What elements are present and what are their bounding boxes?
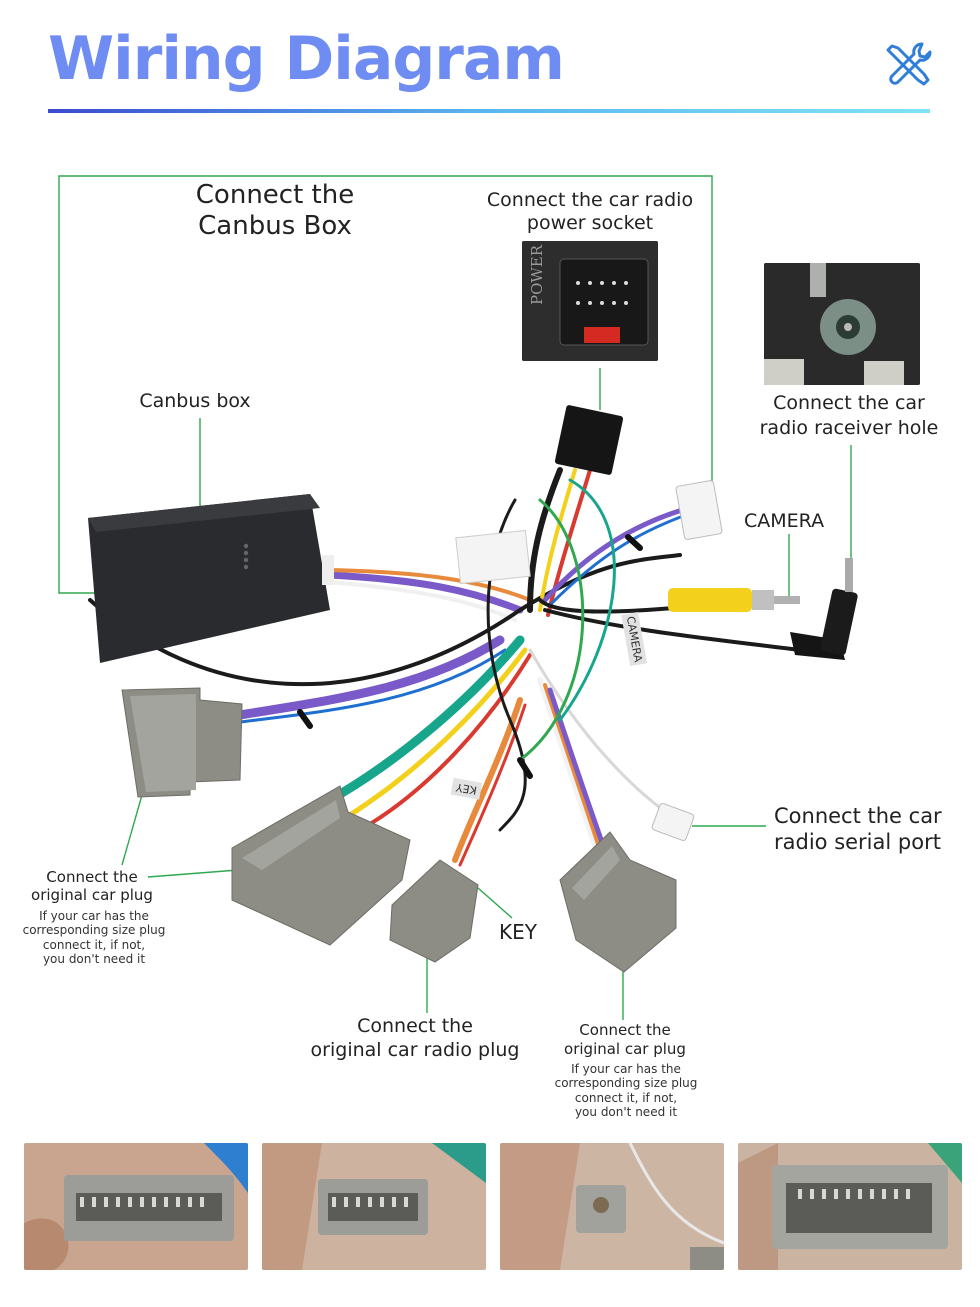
- closeup-photo-2: [262, 1143, 486, 1270]
- label-tag: [455, 529, 531, 585]
- antenna-socket-photo: [764, 263, 920, 385]
- rca-camera-plug: [668, 588, 800, 612]
- leader-lines: [58, 175, 852, 1020]
- leader-left-plug-large: [147, 869, 239, 878]
- title-underline: [48, 109, 930, 113]
- power-tag: POWER: [528, 244, 546, 305]
- serial-white-connector: [651, 803, 695, 841]
- camera-white-connector: [675, 480, 723, 540]
- antenna-plug: [790, 558, 858, 660]
- radio-plug: [389, 859, 479, 963]
- leader-canbus-heading: [58, 175, 713, 594]
- tools-icon: [886, 42, 932, 86]
- closeup-photo-1: [24, 1143, 248, 1270]
- left-large-plug: [231, 785, 411, 946]
- closeup-photo-4: [738, 1143, 962, 1270]
- closeup-photo-3: [500, 1143, 724, 1270]
- canbus-box-label: Canbus box: [139, 390, 251, 412]
- leader-left-plug-small: [121, 794, 143, 866]
- key-label: KEY: [499, 920, 537, 944]
- leader-key: [477, 887, 513, 919]
- canbus-box: [88, 494, 334, 663]
- power-connector: [554, 405, 624, 475]
- gray-connector-highlights: [130, 694, 620, 900]
- camera-label: CAMERA: [744, 510, 825, 532]
- page-title: Wiring Diagram: [48, 24, 565, 94]
- power-socket-photo: POWER: [522, 241, 658, 361]
- right-plug: [559, 831, 677, 973]
- cable-ties: [297, 534, 643, 779]
